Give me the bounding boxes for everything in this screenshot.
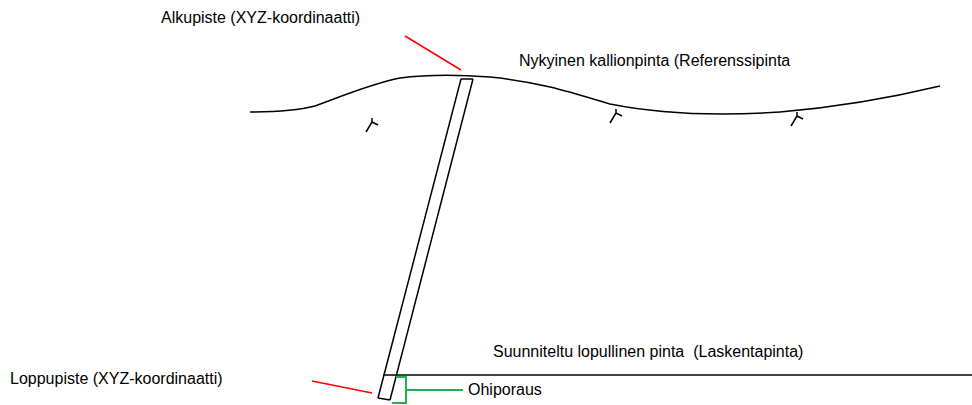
leader-line	[405, 36, 461, 70]
overdrill-bracket	[392, 377, 463, 403]
callout-label: Ohiporaus	[468, 380, 542, 400]
rock-surface-line	[250, 75, 940, 114]
callout-label: Loppupiste (XYZ-koordinaatti)	[10, 369, 223, 389]
surface-label: Nykyinen kallionpinta (Referenssipinta	[519, 51, 790, 71]
rock-symbols	[366, 109, 803, 132]
planned-surface-line	[383, 374, 972, 376]
leader-line	[312, 381, 372, 393]
callout-label: Alkupiste (XYZ-koordinaatti)	[161, 8, 360, 28]
surface-label: Suunniteltu lopullinen pinta (Laskentapi…	[493, 342, 803, 362]
drill-hole	[378, 79, 473, 400]
